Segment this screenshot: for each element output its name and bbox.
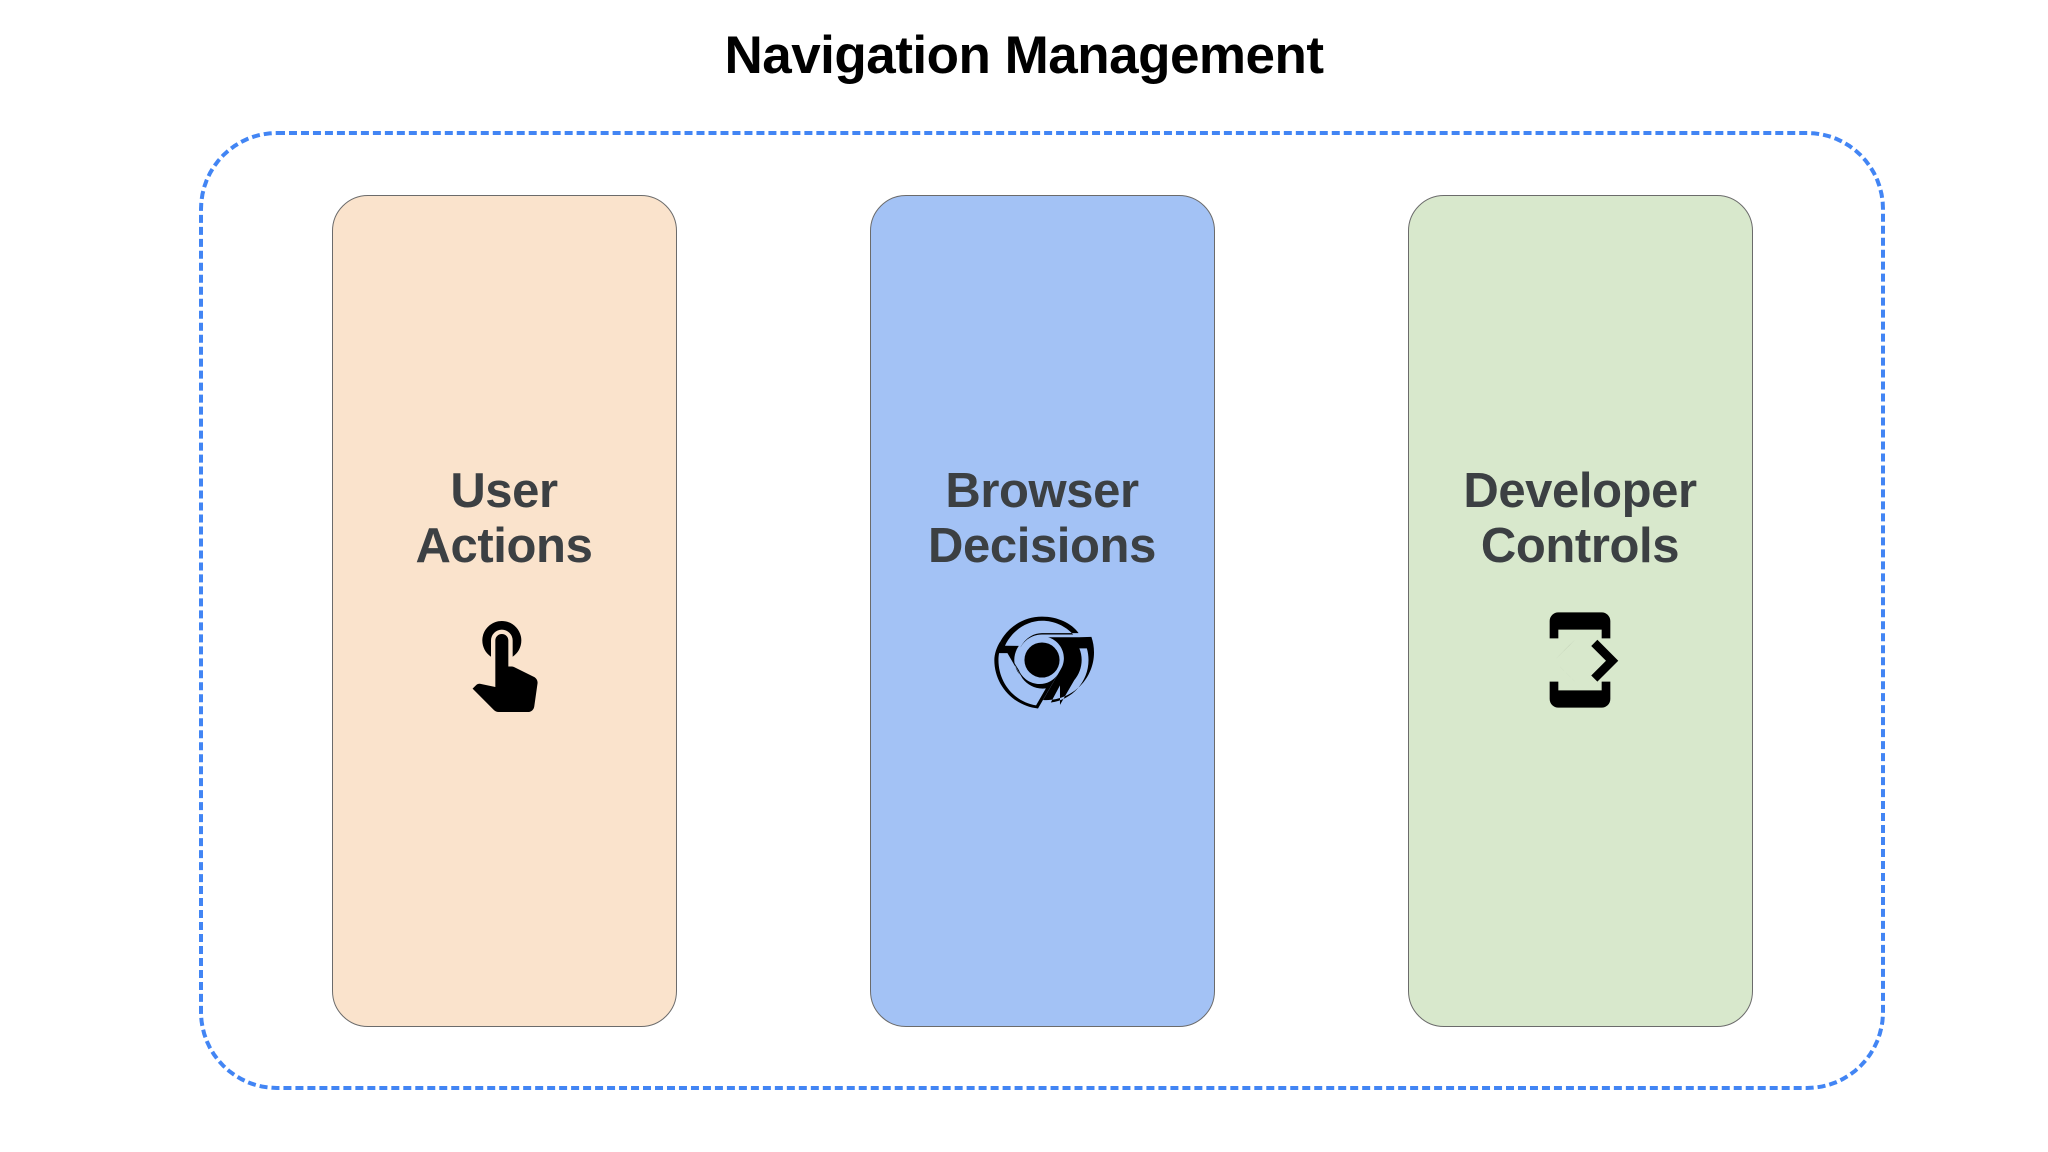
developer-mode-icon <box>1528 608 1632 712</box>
card-user-actions[interactable]: User Actions <box>331 194 677 1027</box>
card-title-user-actions: User Actions <box>415 463 593 573</box>
page-title: Navigation Management <box>724 26 1324 85</box>
card-content: Browser Decisions <box>871 464 1214 713</box>
cards-row: User Actions Browser Decisions <box>199 131 1885 1090</box>
card-content: Developer Controls <box>1409 464 1752 713</box>
touch-app-icon <box>452 608 556 713</box>
card-content: User Actions <box>333 464 676 713</box>
chrome-browser-icon <box>990 608 1094 712</box>
card-browser-decisions[interactable]: Browser Decisions <box>869 194 1215 1027</box>
card-title-developer-controls: Developer Controls <box>1463 463 1697 573</box>
card-title-browser-decisions: Browser Decisions <box>928 463 1156 573</box>
dashed-group-container <box>199 131 1885 1090</box>
card-developer-controls[interactable]: Developer Controls <box>1407 194 1753 1027</box>
